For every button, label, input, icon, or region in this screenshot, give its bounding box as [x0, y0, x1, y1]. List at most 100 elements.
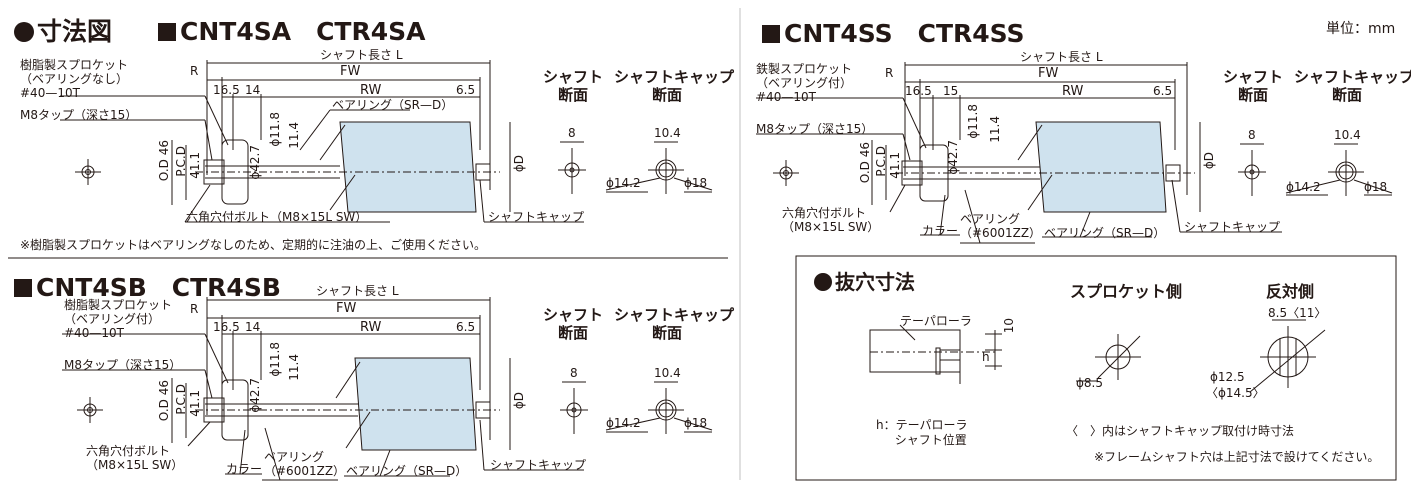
shaft-section-title-p1: シャフト断面: [542, 68, 603, 104]
tap-label-p2: M8タップ（深さ15）: [756, 122, 874, 136]
label-10-4-p3: 10.4: [654, 366, 681, 380]
sprocket-label-p3: 樹脂製スプロケット（ベアリング付）#40—10T: [64, 298, 173, 340]
label-14: 14: [245, 83, 261, 97]
bearing-label-p3: ベアリング（SR—D）: [346, 464, 468, 478]
model-title-p1: CNT4SA CTR4SA: [158, 12, 425, 48]
label-11-4: 11.4: [287, 122, 301, 149]
label-RW: RW: [360, 83, 382, 98]
label-6-5-p2: 6.5: [1153, 84, 1173, 98]
label-PCD-p3: P.C.D: [174, 384, 188, 415]
label-41-1-p3: 41.1: [188, 390, 202, 417]
label-15-p2: 15: [943, 84, 959, 98]
label-14-p3: 14: [245, 320, 261, 334]
lubrication-note: ※樹脂製スプロケットはベアリングなしのため、定期的に注油の上、ご使用ください。: [20, 238, 487, 252]
square-bullet-icon: [14, 279, 32, 297]
label-10-4-p1: 10.4: [654, 126, 681, 140]
label-10-4-p2: 10.4: [1334, 128, 1361, 142]
label-RW-p2: RW: [1062, 84, 1084, 99]
model-title-p3: CNT4SB CTR4SB: [14, 268, 281, 304]
label-11-4-p2: 11.4: [988, 116, 1002, 143]
bearing-inner-label-p2: ベアリング（#6001ZZ）: [960, 212, 1042, 240]
square-bullet-icon: [158, 23, 176, 41]
label-phi-42-7-p3: ϕ42.7: [248, 378, 262, 413]
label-FW-p3: FW: [336, 301, 357, 316]
label-shaft-length-p2: シャフト長さ L: [1020, 50, 1103, 64]
label-6-5: 6.5: [456, 83, 476, 97]
h-description: h：テーパローラシャフト位置: [876, 418, 968, 447]
taper-roller-label: テーパローラ: [900, 314, 972, 328]
label-phi-12-5: ϕ12.5: [1210, 370, 1245, 384]
label-41-1: 41.1: [188, 152, 202, 179]
label-phi-18-p3: ϕ18: [684, 416, 708, 430]
label-phi-11-8-p3: ϕ11.8: [268, 342, 282, 377]
label-phi-D: ϕD: [512, 155, 526, 173]
bolt-label-p2: 六角穴付ボルト（M8×15L SW）: [782, 206, 880, 234]
sprocket-side-label: スプロケット側: [1070, 282, 1183, 301]
label-phi-8-5: ϕ8.5: [1076, 376, 1103, 390]
label-phi-14-2-p1: ϕ14.2: [606, 176, 641, 190]
label-16-5-p3: 16.5: [213, 320, 240, 334]
label-R-p2: R: [885, 66, 894, 80]
label-R: R: [190, 64, 199, 78]
tap-label-p1: M8タップ（深さ15）: [20, 108, 138, 122]
label-phi-18-p1: ϕ18: [684, 176, 708, 190]
label-shaft-length-p3: シャフト長さ L: [316, 284, 399, 298]
label-PCD: P.C.D: [174, 146, 188, 177]
bullet-circle-icon: [14, 22, 34, 42]
label-10: 10: [1002, 318, 1016, 334]
label-8-p1: 8: [568, 126, 576, 140]
label-phi-42-7: ϕ42.7: [248, 145, 262, 180]
label-16-5: 16.5: [213, 83, 240, 97]
bearing-label-p2: ベアリング（SR—D）: [1044, 226, 1166, 240]
cap-label-p3: シャフトキャップ: [490, 458, 587, 472]
label-PCD-p2: P.C.D: [874, 146, 888, 177]
cap-section-title-p2: シャフトキャップ断面: [1294, 68, 1411, 104]
label-phi-42-7-p2: ϕ42.7: [946, 140, 960, 175]
sprocket-label-p2: 鉄製スプロケット（ベアリング付）#40—10T: [756, 62, 853, 104]
collar-label-p3: カラー: [226, 462, 263, 476]
label-11-4-p3: 11.4: [287, 354, 301, 381]
label-shaft-length: シャフト長さ L: [320, 48, 403, 62]
label-FW-p2: FW: [1038, 66, 1059, 81]
cap-label-p1: シャフトキャップ: [488, 210, 585, 224]
square-bullet-icon: [762, 25, 780, 43]
bearing-inner-label-p3: ベアリング（#6001ZZ）: [264, 450, 346, 478]
label-phi-11-8: ϕ11.8: [268, 112, 282, 147]
label-phi-14-2-p3: ϕ14.2: [606, 416, 641, 430]
model-title-p2: CNT4SS CTR4SS: [762, 14, 1025, 50]
label-h: h: [982, 350, 990, 364]
bolt-label-p3: 六角穴付ボルト（M8×15L SW）: [86, 444, 184, 472]
label-16-5-p2: 16.5: [905, 84, 932, 98]
bullet-circle-icon: [814, 273, 832, 291]
shaft-section-title-p3: シャフト断面: [542, 306, 603, 342]
label-6-5-p3: 6.5: [456, 320, 476, 334]
dimension-diagram-title: 寸法図: [14, 12, 112, 48]
hole-dimension-title: 抜穴寸法: [814, 266, 915, 295]
label-OD-46-p3: O.D 46: [157, 380, 171, 422]
bolt-label-p1: 六角穴付ボルト（M8×15L SW）: [186, 210, 368, 224]
label-R-p3: R: [190, 302, 199, 316]
cap-section-title-p1: シャフトキャップ断面: [614, 68, 735, 104]
label-phi-D-p3: ϕD: [512, 392, 526, 410]
cap-section-title-p3: シャフトキャップ断面: [614, 306, 735, 342]
label-41-1-p2: 41.1: [888, 152, 902, 179]
label-phi-14-5: 〈ϕ14.5〉: [1206, 386, 1265, 400]
opposite-side-label: 反対側: [1266, 282, 1315, 301]
collar-label-p2: カラー: [922, 224, 959, 238]
label-phi-D-p2: ϕD: [1202, 152, 1216, 170]
label-8-p2: 8: [1248, 128, 1256, 142]
frame-hole-note: ※フレームシャフト穴は上記寸法で設けてください。: [1094, 450, 1380, 464]
label-OD-46-p2: O.D 46: [858, 142, 872, 184]
label-phi-14-2-p2: ϕ14.2: [1286, 180, 1321, 194]
bracket-note: 〈 〉内はシャフトキャップ取付け時寸法: [1066, 424, 1295, 438]
shaft-section-title-p2: シャフト断面: [1222, 68, 1283, 104]
tap-label-p3: M8タップ（深さ15）: [64, 358, 182, 372]
label-8-5-11: 8.5〈11〉: [1268, 306, 1327, 320]
label-phi-18-p2: ϕ18: [1364, 180, 1388, 194]
label-FW: FW: [340, 64, 361, 79]
cap-label-p2: シャフトキャップ: [1184, 220, 1281, 234]
bearing-label-p1: ベアリング（SR—D）: [332, 98, 454, 112]
label-8-p3: 8: [570, 366, 578, 380]
sprocket-label-p1: 樹脂製スプロケット（ベアリングなし）#40—10T: [20, 58, 129, 100]
